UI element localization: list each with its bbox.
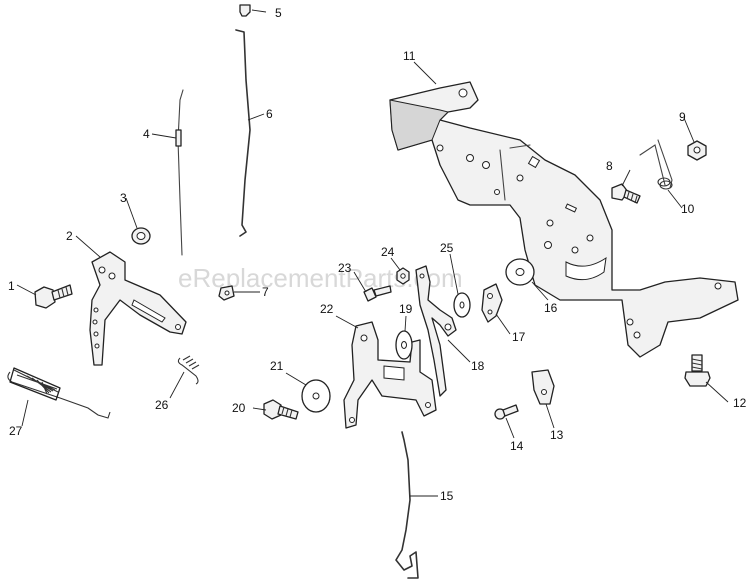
part-18-washer	[453, 292, 471, 318]
callout-16: 16	[544, 301, 558, 315]
part-1-bolt	[34, 284, 73, 309]
part-21-washer	[301, 379, 331, 413]
part-16-washer	[505, 258, 535, 286]
part-6-rod	[235, 29, 251, 237]
part-13-clip	[531, 369, 555, 405]
part-17-lever	[481, 283, 503, 323]
callouts: 1 2 3 4 5 6 7 8 9 10 11 12 13 14 15 16 1…	[8, 6, 747, 503]
part-7-clip	[218, 285, 235, 301]
callout-23: 23	[338, 261, 352, 275]
part-20-bolt	[263, 399, 299, 420]
part-9-nut	[687, 140, 707, 161]
callout-3: 3	[120, 191, 127, 205]
part-11-bracket	[389, 81, 739, 358]
callout-14: 14	[510, 439, 524, 453]
callout-15: 15	[440, 489, 454, 503]
part-2-lever	[89, 251, 187, 366]
part-12-bolt	[684, 354, 711, 387]
callout-11: 11	[403, 49, 416, 63]
callout-7: 7	[262, 285, 269, 299]
part-27-spring	[7, 367, 111, 419]
part-24-nut	[396, 267, 410, 285]
callout-13: 13	[550, 428, 564, 442]
callout-12: 12	[733, 396, 747, 410]
part-8-screw	[611, 183, 641, 204]
part-26-spring	[177, 355, 200, 385]
callout-6: 6	[266, 107, 273, 121]
callout-18: 18	[471, 359, 485, 373]
callout-8: 8	[606, 159, 613, 173]
callout-10: 10	[681, 202, 695, 216]
part-5-clip	[239, 4, 251, 17]
part-22-bracket	[343, 321, 437, 429]
part-25-lever	[415, 265, 457, 397]
part-3-nut	[131, 227, 151, 245]
callout-4: 4	[143, 127, 150, 141]
part-19-washer	[395, 330, 413, 360]
leader-lines	[16, 9, 729, 497]
part-4-cable	[175, 89, 184, 256]
callout-19: 19	[399, 302, 413, 316]
callout-20: 20	[232, 401, 246, 415]
callout-22: 22	[320, 302, 334, 316]
part-15-rod	[395, 431, 419, 579]
callout-27: 27	[9, 424, 23, 438]
callout-1: 1	[8, 279, 15, 293]
callout-9: 9	[679, 110, 686, 124]
part-10-spring	[639, 139, 673, 190]
callout-17: 17	[512, 330, 526, 344]
callout-2: 2	[66, 229, 73, 243]
callout-21: 21	[270, 359, 284, 373]
callout-25: 25	[440, 241, 454, 255]
part-14-screw	[494, 404, 519, 420]
callout-24: 24	[381, 245, 395, 259]
callout-5: 5	[275, 6, 282, 20]
part-23-screw	[363, 285, 392, 302]
callout-26: 26	[155, 398, 169, 412]
